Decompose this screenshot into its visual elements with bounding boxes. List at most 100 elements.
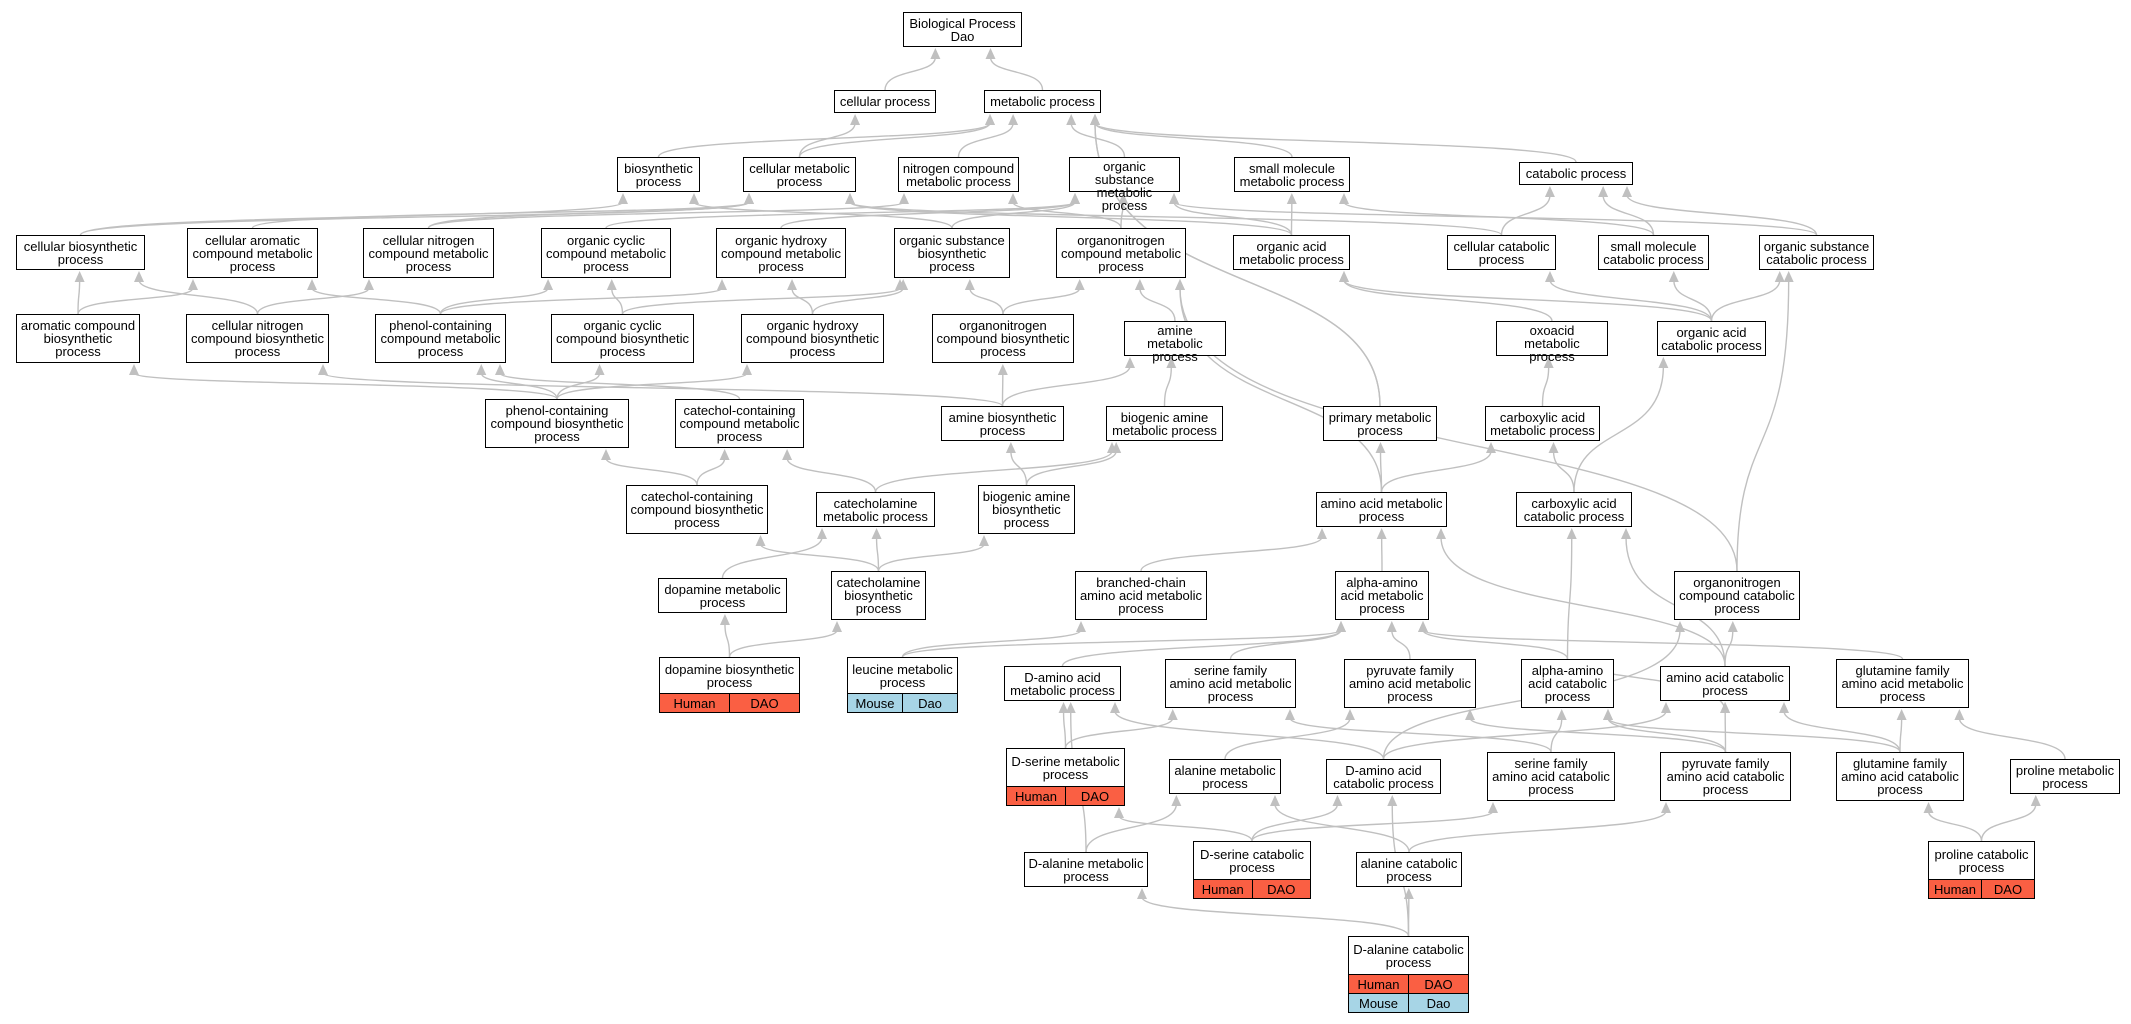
node-cellular-aromatic-compound-metabolic-process[interactable]: cellular aromatic compound metabolic pro…: [187, 228, 318, 278]
node-d-alanine-metabolic-process[interactable]: D-alanine metabolic process: [1024, 852, 1148, 887]
edge-arrowhead: [845, 193, 855, 204]
edge-arrowhead: [1387, 795, 1398, 806]
node-primary-metabolic-process[interactable]: primary metabolic process: [1323, 406, 1437, 441]
node-organic-substance-catabolic-process[interactable]: organic substance catabolic process: [1759, 235, 1874, 270]
node-cellular-nitrogen-compound-metabolic-process[interactable]: cellular nitrogen compound metabolic pro…: [363, 228, 494, 278]
node-pyruvate-family-amino-acid-metabolic-process[interactable]: pyruvate family amino acid metabolic pro…: [1344, 659, 1476, 708]
node-label: cellular biosynthetic process: [23, 238, 138, 267]
edge-organic-acid-catabolic-process-to-small-molecule-catabolic-process: [1673, 279, 1713, 322]
edge-arrowhead: [1727, 621, 1738, 632]
edge-arrowhead: [1339, 271, 1349, 282]
node-organic-acid-catabolic-process[interactable]: organic acid catabolic process: [1657, 321, 1766, 356]
node-pyruvate-family-amino-acid-catabolic-process[interactable]: pyruvate family amino acid catabolic pro…: [1660, 752, 1791, 801]
node-biosynthetic-process[interactable]: biosynthetic process: [617, 157, 700, 192]
node-cellular-catabolic-process[interactable]: cellular catabolic process: [1447, 235, 1556, 270]
annotation-species: Mouse: [855, 695, 895, 711]
node-organonitrogen-compound-metabolic-process[interactable]: organonitrogen compound metabolic proces…: [1056, 228, 1186, 278]
node-label: primary metabolic process: [1328, 409, 1432, 438]
node-carboxylic-acid-catabolic-process[interactable]: carboxylic acid catabolic process: [1516, 492, 1632, 527]
edge-arrowhead: [1332, 795, 1343, 806]
node-phenol-containing-compound-biosynthetic-process[interactable]: phenol-containing compound biosynthetic …: [485, 399, 629, 448]
node-cellular-process[interactable]: cellular process: [834, 90, 936, 113]
edge-arrowhead: [1376, 528, 1387, 539]
node-label: alanine catabolic process: [1360, 855, 1458, 884]
node-aromatic-compound-biosynthetic-process[interactable]: aromatic compound biosynthetic process: [16, 314, 140, 363]
edge-d-amino-acid-metabolic-process-to-alpha-amino-acid-metabolic-process: [1061, 629, 1342, 667]
node-alanine-catabolic-process[interactable]: alanine catabolic process: [1356, 852, 1462, 887]
node-label: organonitrogen compound biosynthetic pro…: [936, 318, 1070, 359]
node-d-amino-acid-catabolic-process[interactable]: D-amino acid catabolic process: [1326, 759, 1441, 794]
node-carboxylic-acid-metabolic-process[interactable]: carboxylic acid metabolic process: [1485, 406, 1600, 441]
node-organic-cyclic-compound-biosynthetic-process[interactable]: organic cyclic compound biosynthetic pro…: [551, 314, 694, 363]
node-amino-acid-metabolic-process[interactable]: amino acid metabolic process: [1316, 492, 1447, 527]
node-organic-cyclic-compound-metabolic-process[interactable]: organic cyclic compound metabolic proces…: [541, 228, 671, 278]
edge-arrowhead: [1058, 702, 1069, 713]
node-cellular-metabolic-process[interactable]: cellular metabolic process: [743, 157, 856, 192]
node-metabolic-process[interactable]: metabolic process: [984, 90, 1101, 113]
node-amine-biosynthetic-process[interactable]: amine biosynthetic process: [941, 406, 1064, 441]
node-label: organic substance metabolic process: [1094, 159, 1155, 213]
edge-organic-hydroxy-compound-metabolic-process-to-organic-substance-metabolic-process: [780, 201, 1076, 229]
node-serine-family-amino-acid-catabolic-process[interactable]: serine family amino acid catabolic proce…: [1487, 752, 1615, 801]
edge-cellular-nitrogen-compound-metabolic-process-to-nitrogen-compound-metabolic-process: [427, 201, 905, 229]
node-cellular-biosynthetic-process[interactable]: cellular biosynthetic process: [16, 235, 145, 270]
node-glutamine-family-amino-acid-metabolic-process[interactable]: glutamine family amino acid metabolic pr…: [1836, 659, 1969, 708]
edge-leucine-metabolic-process-to-alpha-amino-acid-metabolic-process: [901, 629, 1342, 658]
node-serine-family-amino-acid-metabolic-process[interactable]: serine family amino acid metabolic proce…: [1165, 659, 1296, 708]
node-organic-substance-biosynthetic-process[interactable]: organic substance biosynthetic process: [894, 228, 1010, 278]
node-root[interactable]: Biological Process Dao: [903, 12, 1022, 47]
node-glutamine-family-amino-acid-catabolic-process[interactable]: glutamine family amino acid catabolic pr…: [1836, 752, 1964, 801]
edge-phenol-containing-compound-metabolic-process-to-organic-hydroxy-compound-metabolic-process: [439, 287, 723, 315]
node-d-amino-acid-metabolic-process[interactable]: D-amino acid metabolic process: [1004, 666, 1121, 701]
node-alanine-metabolic-process[interactable]: alanine metabolic process: [1169, 759, 1281, 794]
node-organic-hydroxy-compound-metabolic-process[interactable]: organic hydroxy compound metabolic proce…: [716, 228, 846, 278]
node-biogenic-amine-metabolic-process[interactable]: biogenic amine metabolic process: [1106, 406, 1223, 441]
edge-organic-cyclic-compound-biosynthetic-process-to-organic-substance-biosynthetic-process: [621, 287, 901, 315]
node-label: oxoacid metabolic process: [1524, 323, 1580, 364]
node-alpha-amino-acid-metabolic-process[interactable]: alpha-amino acid metabolic process: [1335, 571, 1429, 620]
edge-phenol-containing-compound-biosynthetic-process-to-phenol-containing-compound-metabolic-process: [480, 372, 558, 400]
node-alpha-amino-acid-catabolic-process[interactable]: alpha-amino acid catabolic process: [1521, 659, 1614, 708]
node-label: alanine metabolic process: [1174, 762, 1276, 791]
node-organic-substance-metabolic-process[interactable]: organic substance metabolic process: [1069, 157, 1180, 212]
node-label: branched-chain amino acid metabolic proc…: [1079, 575, 1203, 616]
node-organonitrogen-compound-biosynthetic-process[interactable]: organonitrogen compound biosynthetic pro…: [932, 314, 1074, 363]
node-organic-hydroxy-compound-biosynthetic-process[interactable]: organic hydroxy compound biosynthetic pr…: [741, 314, 884, 363]
edge-phenol-containing-compound-metabolic-process-to-cellular-aromatic-compound-metabolic-process: [311, 287, 442, 315]
edge-d-serine-metabolic-process-to-serine-family-amino-acid-metabolic-process: [1064, 717, 1174, 749]
edge-arrowhead: [594, 364, 605, 375]
node-cellular-nitrogen-compound-biosynthetic-process[interactable]: cellular nitrogen compound biosynthetic …: [186, 314, 329, 363]
node-organonitrogen-compound-catabolic-process[interactable]: organonitrogen compound catabolic proces…: [1674, 571, 1800, 620]
node-proline-metabolic-process[interactable]: proline metabolic process: [2010, 759, 2120, 794]
node-biogenic-amine-biosynthetic-process[interactable]: biogenic amine biosynthetic process: [978, 485, 1075, 534]
node-catechol-containing-compound-metabolic-process[interactable]: catechol-containing compound metabolic p…: [675, 399, 804, 448]
node-nitrogen-compound-metabolic-process[interactable]: nitrogen compound metabolic process: [898, 157, 1019, 192]
edge-arrowhead: [1137, 888, 1147, 899]
edge-alpha-amino-acid-catabolic-process-to-alpha-amino-acid-metabolic-process: [1422, 629, 1569, 660]
node-oxoacid-metabolic-process[interactable]: oxoacid metabolic process: [1496, 321, 1608, 363]
node-amine-metabolic-process[interactable]: amine metabolic process: [1124, 321, 1226, 363]
edge-arrowhead: [782, 449, 793, 460]
node-label: D-serine metabolic process: [1011, 753, 1120, 782]
node-small-molecule-catabolic-process[interactable]: small molecule catabolic process: [1598, 235, 1709, 270]
node-amino-acid-catabolic-process[interactable]: amino acid catabolic process: [1660, 666, 1790, 701]
node-catecholamine-metabolic-process[interactable]: catecholamine metabolic process: [816, 492, 935, 527]
node-phenol-containing-compound-metabolic-process[interactable]: phenol-containing compound metabolic pro…: [375, 314, 506, 363]
edge-arrowhead: [1375, 442, 1386, 453]
node-organic-acid-metabolic-process[interactable]: organic acid metabolic process: [1233, 235, 1350, 270]
node-branched-chain-amino-acid-metabolic-process[interactable]: branched-chain amino acid metabolic proc…: [1075, 571, 1207, 620]
node-catechol-containing-compound-biosynthetic-process[interactable]: catechol-containing compound biosyntheti…: [626, 485, 768, 534]
node-catabolic-process[interactable]: catabolic process: [1519, 162, 1633, 185]
node-dopamine-metabolic-process[interactable]: dopamine metabolic process: [658, 578, 787, 613]
edge-arrowhead: [1543, 357, 1554, 368]
node-catecholamine-biosynthetic-process[interactable]: catecholamine biosynthetic process: [831, 571, 926, 620]
edge-cellular-nitrogen-compound-biosynthetic-process-to-cellular-biosynthetic-process: [138, 279, 259, 315]
node-small-molecule-metabolic-process[interactable]: small molecule metabolic process: [1234, 157, 1350, 192]
